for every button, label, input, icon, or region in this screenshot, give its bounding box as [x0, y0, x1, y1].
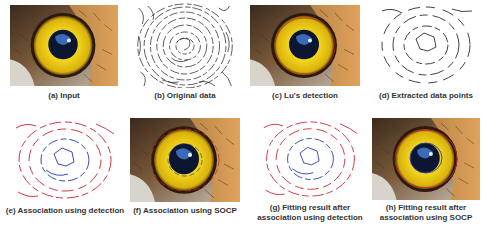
data-points	[382, 7, 472, 83]
caption-slot: (b) Original data	[126, 91, 244, 101]
association-plot	[16, 122, 114, 198]
caption-slot: (g) Fitting result after association usi…	[254, 203, 366, 222]
caption-slot: (e) Association using detection	[5, 206, 125, 216]
edge-map	[138, 4, 233, 88]
detection-photo	[250, 5, 360, 86]
caption-slot: (h) Fitting result after association usi…	[370, 203, 482, 222]
panel-caption: (c) Lu's detection	[246, 91, 364, 101]
caption-slot: (d) Extracted data points	[367, 91, 485, 101]
caption-slot: (f) Association using SOCP	[126, 206, 244, 216]
fitting-photo	[372, 118, 480, 200]
panel-caption: (h) Fitting result after association usi…	[370, 203, 482, 222]
fitting-plot	[264, 122, 358, 196]
panel-caption: (b) Original data	[126, 91, 244, 101]
panel-caption: (a) Input	[5, 91, 123, 101]
panel-caption: (e) Association using detection	[5, 206, 125, 216]
fitting-overlay	[395, 130, 457, 188]
socp-overlay	[151, 129, 219, 191]
caption-slot: (c) Lu's detection	[246, 91, 364, 101]
socp-photo	[130, 118, 240, 202]
caption-slot: (a) Input	[5, 91, 123, 101]
detection-overlay	[275, 18, 335, 74]
panel-caption: (f) Association using SOCP	[126, 206, 244, 216]
input-photo	[10, 5, 118, 86]
panel-caption: (g) Fitting result after association usi…	[254, 203, 366, 222]
panel-caption: (d) Extracted data points	[367, 91, 485, 101]
